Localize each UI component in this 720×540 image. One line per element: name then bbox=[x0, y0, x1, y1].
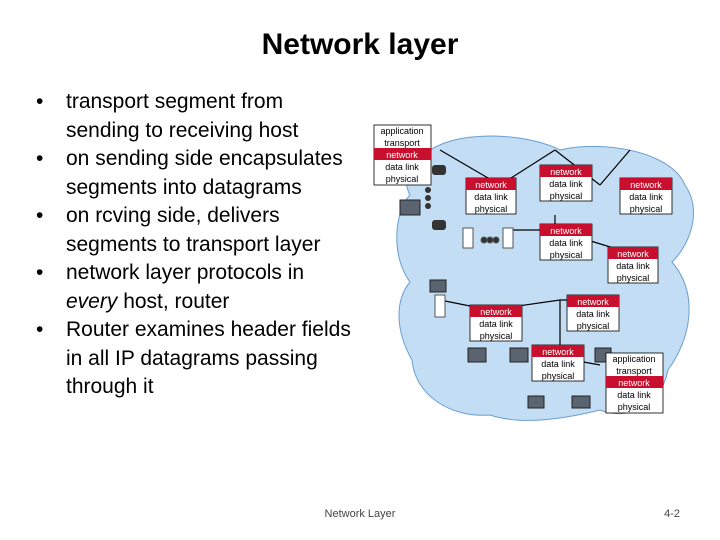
svg-text:network: network bbox=[550, 167, 582, 177]
laptop-icon bbox=[527, 395, 545, 409]
svg-text:network: network bbox=[542, 347, 574, 357]
desktop-computer-icon bbox=[399, 199, 421, 216]
svg-text:network: network bbox=[617, 249, 649, 259]
svg-text:physical: physical bbox=[386, 174, 419, 184]
slide-title: Network layer bbox=[261, 28, 459, 61]
svg-text:physical: physical bbox=[630, 204, 663, 214]
svg-text:data link: data link bbox=[576, 309, 610, 319]
router-stack-6: network data link physical bbox=[566, 294, 620, 332]
svg-text:network: network bbox=[386, 150, 418, 160]
svg-text:data link: data link bbox=[617, 390, 651, 400]
server-icon bbox=[502, 227, 514, 249]
svg-text:physical: physical bbox=[480, 331, 513, 341]
server-icon bbox=[434, 294, 446, 318]
svg-text:transport: transport bbox=[384, 138, 420, 148]
bullet-item: on rcving side, delivers segments to tra… bbox=[36, 202, 356, 259]
svg-text:data link: data link bbox=[616, 261, 650, 271]
modem-icon bbox=[425, 187, 431, 193]
telephone-icons bbox=[425, 165, 446, 230]
svg-text:network: network bbox=[475, 180, 507, 190]
svg-text:network: network bbox=[480, 307, 512, 317]
phone-icon bbox=[432, 220, 446, 230]
router-stack-5: network data link physical bbox=[607, 246, 659, 284]
router-stack-4: network data link physical bbox=[539, 223, 593, 261]
slide-number: 4-2 bbox=[664, 508, 680, 520]
svg-text:application: application bbox=[380, 126, 423, 136]
server-icon bbox=[462, 227, 474, 249]
server-icons bbox=[434, 227, 514, 318]
svg-text:physical: physical bbox=[577, 321, 610, 331]
computer-icons bbox=[399, 199, 612, 409]
svg-text:data link: data link bbox=[549, 179, 583, 189]
svg-text:network: network bbox=[618, 378, 650, 388]
bullet-item: network layer protocols in every host, r… bbox=[36, 259, 356, 316]
svg-text:physical: physical bbox=[550, 191, 583, 201]
svg-text:application: application bbox=[612, 354, 655, 364]
end-host-stack-right: application transport network data link … bbox=[605, 352, 664, 414]
svg-text:data link: data link bbox=[385, 162, 419, 172]
router-stack-3: network data link physical bbox=[619, 177, 673, 215]
desktop-computer-icon bbox=[509, 347, 529, 363]
router-stack-1: network data link physical bbox=[465, 177, 517, 215]
router-stack-8: network data link physical bbox=[531, 344, 585, 382]
end-host-stack-left: application transport network data link … bbox=[373, 124, 432, 186]
svg-text:data link: data link bbox=[549, 238, 583, 248]
router-stack-2: network data link physical bbox=[539, 164, 593, 202]
svg-text:data link: data link bbox=[474, 192, 508, 202]
svg-text:network: network bbox=[550, 226, 582, 236]
laptop-icon bbox=[571, 395, 591, 409]
desktop-computer-icon bbox=[467, 347, 487, 363]
footer-section-label: Network Layer bbox=[324, 508, 396, 520]
svg-text:transport: transport bbox=[616, 366, 652, 376]
bullet-item: on sending side encapsulates segments in… bbox=[36, 145, 356, 202]
svg-text:physical: physical bbox=[550, 250, 583, 260]
bullet-list: transport segment from sending to receiv… bbox=[36, 88, 356, 402]
router-stack-7: network data link physical bbox=[469, 304, 523, 342]
svg-text:data link: data link bbox=[541, 359, 575, 369]
desktop-computer-icon bbox=[429, 279, 447, 293]
bullet-item: transport segment from sending to receiv… bbox=[36, 88, 356, 145]
modem-icon bbox=[425, 203, 431, 209]
svg-text:network: network bbox=[630, 180, 662, 190]
svg-text:physical: physical bbox=[617, 273, 650, 283]
phone-icon bbox=[432, 165, 446, 175]
bullet-item: Router examines header fields in all IP … bbox=[36, 316, 356, 402]
svg-text:physical: physical bbox=[542, 371, 575, 381]
svg-text:network: network bbox=[577, 297, 609, 307]
svg-text:physical: physical bbox=[618, 402, 651, 412]
svg-text:physical: physical bbox=[475, 204, 508, 214]
router-icon bbox=[480, 236, 488, 244]
svg-text:data link: data link bbox=[629, 192, 663, 202]
svg-text:data link: data link bbox=[479, 319, 513, 329]
modem-icon bbox=[425, 195, 431, 201]
